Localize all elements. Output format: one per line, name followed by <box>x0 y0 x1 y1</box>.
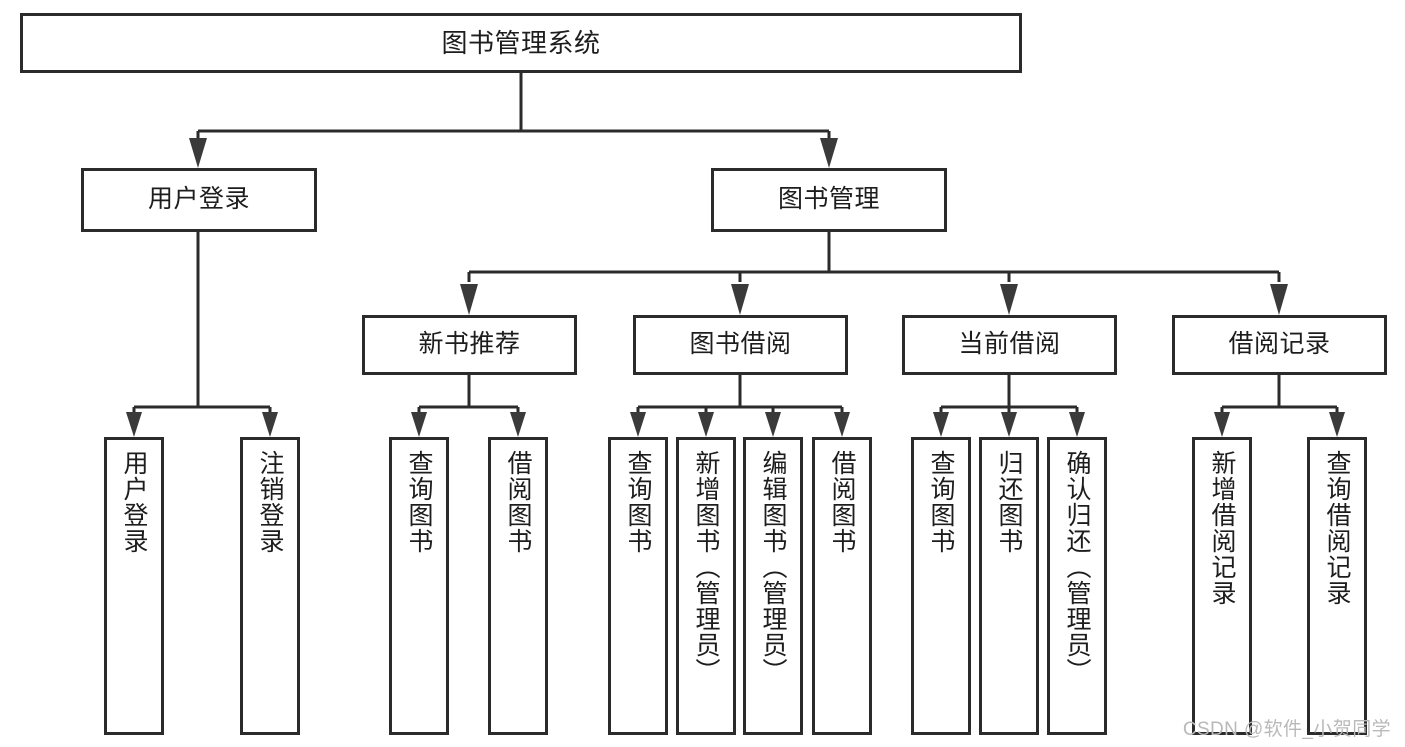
node-leaf-return-book-label: 归还图书 <box>995 450 1023 554</box>
node-book-borrow-label: 图书借阅 <box>689 330 792 359</box>
arrowhead-current-borrow <box>1000 284 1018 315</box>
node-leaf-add-record-label: 新增借阅记录 <box>1208 450 1236 606</box>
node-leaf-add-record[interactable]: 新增借阅记录 <box>1192 437 1252 735</box>
node-leaf-query-book-2[interactable]: 查询图书 <box>608 437 668 735</box>
node-leaf-confirm-return[interactable]: 确认归还（管理员） <box>1047 437 1107 735</box>
node-book-borrow[interactable]: 图书借阅 <box>633 315 848 375</box>
node-borrow-record-label: 借阅记录 <box>1228 330 1331 359</box>
node-leaf-logout-label: 注销登录 <box>256 450 284 554</box>
node-root-label: 图书管理系统 <box>441 27 601 58</box>
node-leaf-borrow-book-1-label: 借阅图书 <box>504 450 532 554</box>
node-leaf-borrow-book-1[interactable]: 借阅图书 <box>488 437 548 735</box>
arrowhead-leaf-query-book-3 <box>933 412 949 437</box>
node-leaf-query-book-2-label: 查询图书 <box>624 450 652 554</box>
node-leaf-user-login-label: 用户登录 <box>120 450 148 554</box>
node-leaf-add-book-label: 新增图书（管理员） <box>692 450 720 684</box>
node-leaf-query-book-3[interactable]: 查询图书 <box>911 437 971 735</box>
arrowhead-leaf-confirm-return <box>1069 412 1085 437</box>
arrowhead-leaf-borrow-book-2 <box>834 412 850 437</box>
node-leaf-query-book-1-label: 查询图书 <box>405 450 433 554</box>
node-leaf-return-book[interactable]: 归还图书 <box>979 437 1039 735</box>
arrowhead-leaf-user-login <box>126 412 142 437</box>
arrowhead-leaf-logout <box>262 412 278 437</box>
node-user-login[interactable]: 用户登录 <box>81 168 317 232</box>
arrowhead-book-borrow <box>731 284 749 315</box>
node-leaf-query-book-1[interactable]: 查询图书 <box>389 437 449 735</box>
arrowhead-leaf-add-record <box>1214 412 1230 437</box>
arrowhead-leaf-query-book-1 <box>411 412 427 437</box>
arrowhead-leaf-query-book-2 <box>630 412 646 437</box>
node-leaf-borrow-book-2-label: 借阅图书 <box>828 450 856 554</box>
node-leaf-logout[interactable]: 注销登录 <box>240 437 300 735</box>
node-current-borrow-label: 当前借阅 <box>958 330 1061 359</box>
node-leaf-user-login[interactable]: 用户登录 <box>104 437 164 735</box>
node-book-management[interactable]: 图书管理 <box>711 168 947 232</box>
node-leaf-edit-book[interactable]: 编辑图书（管理员） <box>743 437 803 735</box>
arrowhead-leaf-query-record <box>1329 412 1345 437</box>
node-leaf-query-record-label: 查询借阅记录 <box>1323 450 1351 606</box>
node-leaf-confirm-return-label: 确认归还（管理员） <box>1063 450 1091 684</box>
arrowhead-borrow-record <box>1270 284 1288 315</box>
arrowhead-leaf-edit-book <box>765 412 781 437</box>
watermark: CSDN @软件_小贺同学 <box>1182 719 1391 740</box>
node-leaf-query-record[interactable]: 查询借阅记录 <box>1307 437 1367 735</box>
node-leaf-edit-book-label: 编辑图书（管理员） <box>759 450 787 684</box>
node-user-login-label: 用户登录 <box>147 185 250 214</box>
arrowhead-user-login <box>189 138 207 168</box>
node-leaf-add-book[interactable]: 新增图书（管理员） <box>676 437 736 735</box>
node-leaf-borrow-book-2[interactable]: 借阅图书 <box>812 437 872 735</box>
arrowhead-leaf-borrow-book-1 <box>510 412 526 437</box>
arrowhead-new-book-recommend <box>460 284 478 315</box>
node-leaf-query-book-3-label: 查询图书 <box>927 450 955 554</box>
node-current-borrow[interactable]: 当前借阅 <box>902 315 1117 375</box>
node-root[interactable]: 图书管理系统 <box>20 13 1022 73</box>
arrowhead-leaf-return-book <box>1001 412 1017 437</box>
node-new-book-recommend-label: 新书推荐 <box>418 330 521 359</box>
node-book-management-label: 图书管理 <box>777 185 880 214</box>
arrowhead-leaf-add-book <box>698 412 714 437</box>
arrowhead-book-management <box>820 138 838 168</box>
node-borrow-record[interactable]: 借阅记录 <box>1172 315 1387 375</box>
node-new-book-recommend[interactable]: 新书推荐 <box>362 315 577 375</box>
